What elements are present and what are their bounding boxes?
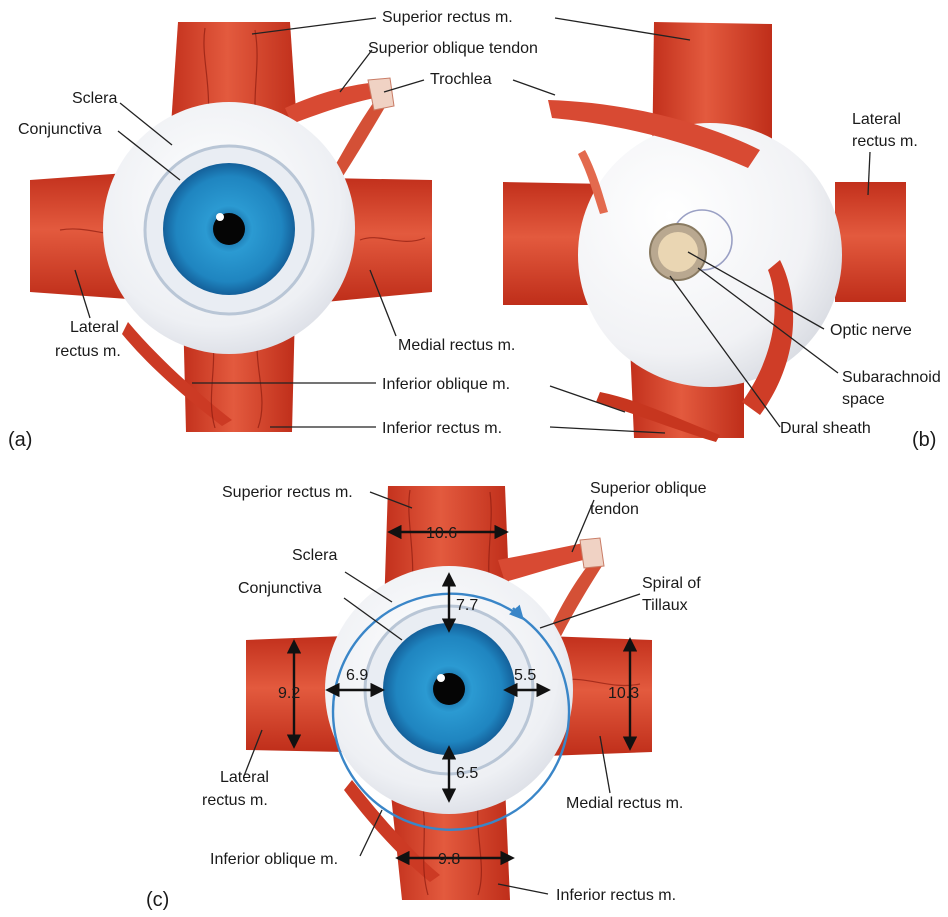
label-superior-oblique-tendon: Superior oblique tendon bbox=[368, 40, 538, 57]
panel-a-illustration bbox=[30, 22, 432, 432]
label-spiral-c2: Tillaux bbox=[642, 597, 688, 614]
value-lateral-rectus-width: 9.2 bbox=[278, 685, 300, 702]
superior-oblique-muscle-c bbox=[498, 542, 592, 582]
highlight-c bbox=[437, 674, 445, 682]
label-superior-oblique-c2: tendon bbox=[590, 501, 639, 518]
value-medial-rectus-width: 10.3 bbox=[608, 685, 639, 702]
label-lateral-rectus-a2: rectus m. bbox=[55, 343, 121, 360]
value-superior-rectus-width: 10.6 bbox=[426, 525, 457, 542]
label-inferior-oblique-a: Inferior oblique m. bbox=[382, 376, 510, 393]
label-lateral-rectus-b1: Lateral bbox=[852, 111, 901, 128]
eye-globe-b bbox=[578, 123, 842, 387]
lateral-rectus-muscle-b bbox=[835, 182, 906, 302]
label-superior-oblique-c1: Superior oblique bbox=[590, 480, 707, 497]
value-superior-distance: 7.7 bbox=[456, 597, 478, 614]
label-lateral-rectus-c1: Lateral bbox=[220, 769, 269, 786]
label-spiral-c1: Spiral of bbox=[642, 575, 701, 592]
trochlea-c bbox=[580, 538, 604, 568]
label-lateral-rectus-c2: rectus m. bbox=[202, 792, 268, 809]
label-inferior-rectus-c: Inferior rectus m. bbox=[556, 887, 676, 904]
label-lateral-rectus-a1: Lateral bbox=[70, 319, 119, 336]
label-medial-rectus-c: Medial rectus m. bbox=[566, 795, 683, 812]
label-conjunctiva-a: Conjunctiva bbox=[18, 121, 102, 138]
label-medial-rectus-a: Medial rectus m. bbox=[398, 337, 515, 354]
highlight bbox=[216, 213, 224, 221]
panel-label-a: (a) bbox=[8, 429, 32, 451]
label-superior-rectus: Superior rectus m. bbox=[382, 9, 513, 26]
value-medial-distance: 5.5 bbox=[514, 667, 536, 684]
value-inferior-distance: 6.5 bbox=[456, 765, 478, 782]
label-trochlea: Trochlea bbox=[430, 71, 492, 88]
label-dural-sheath: Dural sheath bbox=[780, 420, 871, 437]
label-subarachnoid-2: space bbox=[842, 391, 885, 408]
label-conjunctiva-c: Conjunctiva bbox=[238, 580, 322, 597]
label-optic-nerve: Optic nerve bbox=[830, 322, 912, 339]
label-sclera-c: Sclera bbox=[292, 547, 337, 564]
panel-label-b: (b) bbox=[912, 429, 936, 451]
label-lateral-rectus-b2: rectus m. bbox=[852, 133, 918, 150]
value-inferior-rectus-width: 9.8 bbox=[438, 851, 460, 868]
value-lateral-distance: 6.9 bbox=[346, 667, 368, 684]
panel-label-c: (c) bbox=[146, 889, 169, 911]
label-inferior-rectus-a: Inferior rectus m. bbox=[382, 420, 502, 437]
label-subarachnoid-1: Subarachnoid bbox=[842, 369, 941, 386]
label-sclera-a: Sclera bbox=[72, 90, 117, 107]
optic-nerve bbox=[658, 232, 698, 272]
label-inferior-oblique-c: Inferior oblique m. bbox=[210, 851, 338, 868]
label-superior-rectus-c: Superior rectus m. bbox=[222, 484, 353, 501]
